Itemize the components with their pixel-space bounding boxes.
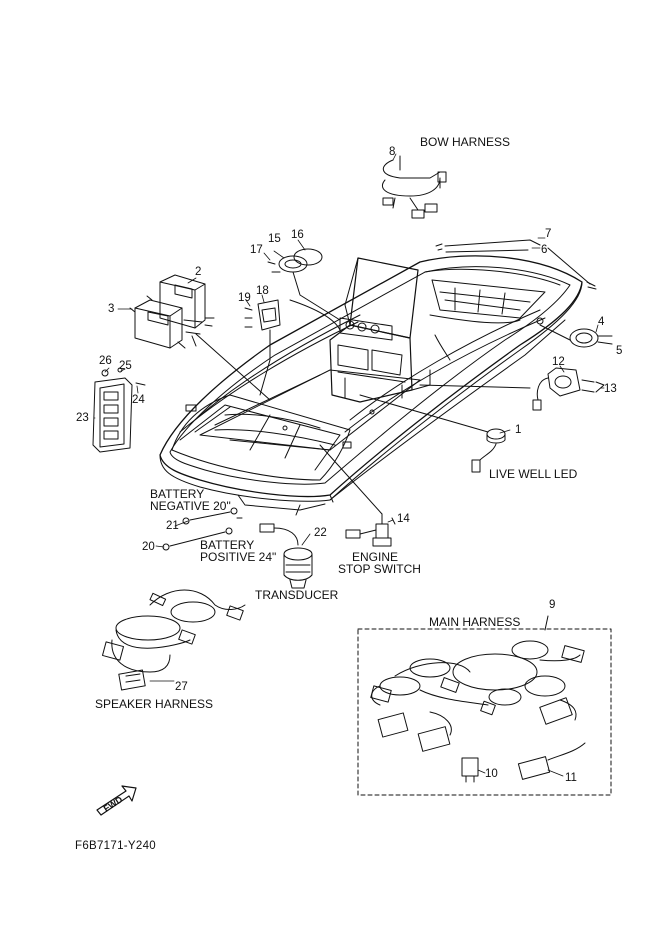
speaker-harness-part [101, 589, 246, 691]
part-number-7: 7 [545, 228, 552, 240]
part-number-3: 3 [108, 303, 115, 315]
part-number-23: 23 [76, 412, 89, 424]
part-number-10: 10 [485, 768, 498, 780]
engine-stop-switch-part [319, 444, 396, 547]
part-number-8: 8 [389, 146, 396, 158]
boat-hull [159, 255, 583, 511]
part-number-13: 13 [604, 383, 617, 395]
part-number-1: 1 [515, 424, 522, 436]
part-number-4: 4 [598, 316, 605, 328]
part-number-27: 27 [175, 681, 188, 693]
part-number-26: 26 [99, 355, 112, 367]
module-23 [92, 367, 146, 453]
bow-harness-label: BOW HARNESS [420, 135, 511, 149]
part-number-2: 2 [195, 266, 202, 278]
part-number-15: 15 [268, 233, 281, 245]
part-number-21: 21 [166, 520, 179, 532]
main-harness-part [357, 615, 612, 796]
live-well-led-label: LIVE WELL LED [489, 467, 578, 481]
part-number-16: 16 [291, 229, 304, 241]
part-number-12: 12 [552, 356, 565, 368]
part-number-18: 18 [256, 285, 269, 297]
parts-18-19 [244, 299, 281, 396]
figure-code: F6B7171-Y240 [75, 840, 156, 852]
part-number-6: 6 [541, 244, 548, 256]
battery-boxes [129, 274, 271, 401]
transducer-part [259, 504, 313, 589]
part-number-9: 9 [549, 599, 556, 611]
part-number-22: 22 [314, 527, 327, 539]
part-number-11: 11 [565, 772, 577, 784]
part-number-19: 19 [238, 292, 251, 304]
part-number-14: 14 [397, 513, 410, 525]
speaker-harness-label: SPEAKER HARNESS [95, 697, 214, 711]
leader-lines [93, 153, 605, 777]
part-number-5: 5 [616, 345, 623, 357]
battery-negative-label-line2: NEGATIVE 20" [150, 499, 231, 513]
engine-stop-label-line1: ENGINE [352, 550, 399, 564]
part-number-24: 24 [132, 394, 145, 406]
bow-harness-part [381, 155, 447, 219]
part-number-20: 20 [142, 541, 155, 553]
engine-stop-label-line2: STOP SWITCH [338, 562, 421, 576]
main-harness-label: MAIN HARNESS [429, 615, 521, 629]
live-well-led-part [359, 394, 506, 473]
part-number-25: 25 [119, 360, 132, 372]
battery-negative-label-line1: BATTERY [150, 487, 205, 501]
parts-15-16-17 [267, 248, 341, 321]
battery-positive-label-line2: POSITIVE 24" [200, 550, 277, 564]
transducer-label: TRANSDUCER [255, 588, 339, 602]
console [289, 257, 451, 403]
battery-positive-label-line1: BATTERY [200, 538, 255, 552]
screws-6-7 [435, 239, 597, 290]
fwd-arrow-icon [96, 785, 137, 816]
lights-4-5-12-13 [419, 324, 613, 411]
part-number-17: 17 [250, 244, 263, 256]
